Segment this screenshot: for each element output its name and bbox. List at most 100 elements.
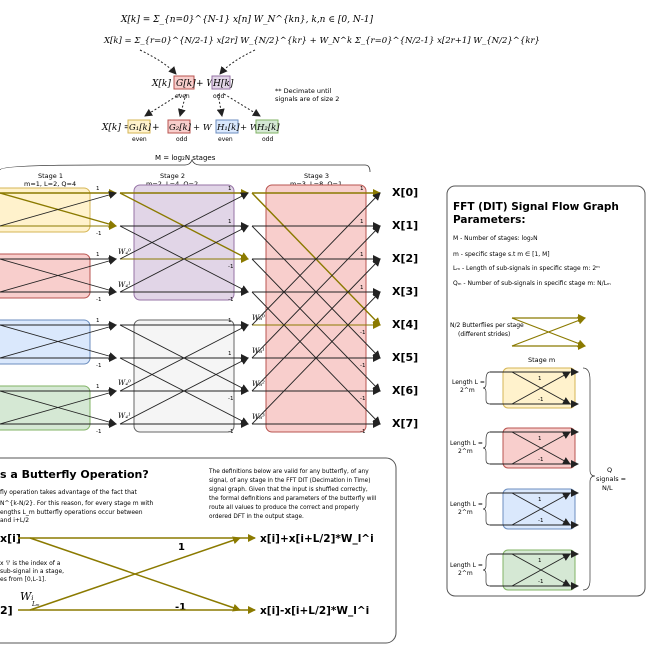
branch-label-s1-1: -1 [96, 231, 101, 237]
flow-s1-cross-3-2 [0, 257, 117, 293]
param-yellow-box [502, 367, 576, 409]
param-m-def: m - specific stage s.t m ∈ [1, M] [453, 251, 550, 258]
plus-1: + [152, 123, 160, 133]
stage2-purple-group [133, 184, 235, 301]
big-butterfly-diagram [18, 534, 256, 614]
butterfly-p1-3: engths L_m butterfly operations occur be… [0, 509, 143, 516]
butterfly-panel [0, 457, 397, 644]
stage1-green-group [0, 385, 91, 431]
butterfly-right-1: The definitions below are valid for any … [208, 469, 369, 475]
output-x1: X[1] [392, 219, 418, 232]
branch-label-s3-4: -1 [360, 330, 365, 336]
param-blue-box [502, 488, 576, 530]
h2-term: H₂[k] [256, 123, 280, 133]
decimate-arrow-1 [139, 49, 177, 75]
stage-m-label: Stage m [528, 356, 555, 364]
param-label-one-1: 1 [538, 436, 542, 442]
param-label-minus-one-3: -1 [538, 579, 543, 585]
butterfly-title: s a Butterfly Operation? [0, 468, 149, 481]
stage2-title: Stage 2 [160, 172, 185, 180]
decimate-arrow-3 [144, 93, 181, 117]
mini-cross-2 [511, 316, 586, 347]
h2-box [255, 119, 279, 134]
length-label-2b: 2^m [458, 448, 473, 455]
output-x4: X[4] [392, 318, 418, 331]
branch-label-s1-6: 1 [96, 384, 100, 390]
length-brace-3 [482, 492, 491, 526]
branch-label-s3-6: -1 [360, 396, 365, 402]
param-cross-up-0 [511, 371, 571, 405]
q-brace [582, 367, 596, 591]
decimate-note-line1: ** Decimate until [275, 87, 331, 95]
length-label-2a: Length L = [450, 440, 483, 447]
butterfly-p1-4: and i+L/2 [0, 517, 29, 524]
param-cross-up-3 [511, 553, 571, 587]
decimate-arrow-2 [219, 49, 256, 75]
length-brace-4 [482, 553, 491, 587]
branch-label-s3-7: -1 [360, 429, 365, 435]
butterfly-p2-3: es from [0,L-1]. [0, 576, 46, 583]
length-label-4a: Length L = [450, 562, 483, 569]
param-butterfly-flows: 1-11-11-11-1 [490, 368, 579, 590]
flow-s2-cross-2-0 [119, 192, 249, 260]
param-label-minus-one-2: -1 [538, 518, 543, 524]
param-label-minus-one-1: -1 [538, 457, 543, 463]
flow-s3-cross-6-2 [251, 258, 381, 392]
branch-label-s1-3: -1 [96, 297, 101, 303]
twiddle-stage3-2: W₈² [252, 380, 265, 388]
flow-s3-cross-4-0 [251, 192, 381, 326]
flow-s2-cross-7-5 [119, 357, 249, 425]
branch-label-s1-2: 1 [96, 252, 100, 258]
eq3-prefix: X[k] = [151, 79, 181, 89]
butterfly-label-one: 1 [178, 542, 185, 553]
branch-label-s3-5: -1 [360, 363, 365, 369]
mini-butterfly-diagram [511, 314, 586, 350]
butterfly-right-5: route all values to produce the correct … [209, 505, 360, 511]
dft-equation: X[k] = Σ_{n=0}^{N-1} x[n] W_N^{kn}, k,n … [120, 15, 373, 25]
branch-label-s2-0: 1 [228, 186, 232, 192]
butterfly-right-2: signal, of any stage in the FFT DIT (Dec… [209, 478, 371, 484]
branch-label-s3-3: 1 [360, 285, 364, 291]
stage1-yellow-group [0, 187, 91, 233]
twiddle-stage3-0: W₈⁰ [252, 314, 265, 322]
butterflies-per-stage-2: (different strides) [458, 331, 510, 338]
output-x6: X[6] [392, 384, 418, 397]
butterfly-p1-1: fly operation takes advantage of the fac… [0, 489, 138, 496]
butterfly-weight-sub: Lₘ [31, 601, 40, 608]
h1-term: H₁[k] [216, 123, 240, 133]
odd-label-h2: odd [262, 136, 273, 143]
flow-s3-cross-5-1 [251, 225, 381, 359]
param-M-def: M - Number of stages: log₂N [453, 235, 538, 242]
branch-label-s2-2: -1 [228, 264, 233, 270]
param-label-one-2: 1 [538, 497, 542, 503]
h-box [211, 75, 231, 90]
params-title-1: FFT (DIT) Signal Flow Graph [453, 201, 619, 213]
length-label-1a: Length L = [452, 379, 485, 386]
h-term: H[k] [212, 79, 234, 89]
plus-w-2: + W [193, 123, 213, 133]
param-Q-def: Qₘ - Number of sub-signals in specific s… [453, 280, 611, 287]
g2-term: G₂[k] [169, 123, 192, 133]
branch-label-s2-4: 1 [228, 318, 232, 324]
h1-box [215, 119, 239, 134]
butterfly-p2-1: x 'i' is the index of a [0, 560, 61, 567]
length-label-3b: 2^m [458, 509, 473, 516]
param-cross-up-1 [511, 431, 571, 465]
branch-label-s1-5: -1 [96, 363, 101, 369]
branch-label-s2-5: 1 [228, 351, 232, 357]
flow-s2-cross-6-4 [119, 324, 249, 392]
branch-label-s3-0: 1 [360, 186, 364, 192]
length-label-3a: Length L = [450, 501, 483, 508]
output-x2: X[2] [392, 252, 418, 265]
length-brace-2 [482, 431, 491, 465]
butterfly-right-6: ordered DFT in the output stage. [209, 514, 304, 520]
params-title-2: Parameters: [453, 214, 526, 226]
big-cross-up [29, 536, 241, 611]
butterfly-input-bottom: 2] [0, 604, 13, 617]
param-red-box [502, 427, 576, 469]
branch-label-s2-3: -1 [228, 297, 233, 303]
even-label-top: even [175, 93, 190, 100]
butterfly-output-top: x[i]+x[i+L/2]*W_l^i [260, 533, 374, 545]
branch-label-s2-1: 1 [228, 219, 232, 225]
